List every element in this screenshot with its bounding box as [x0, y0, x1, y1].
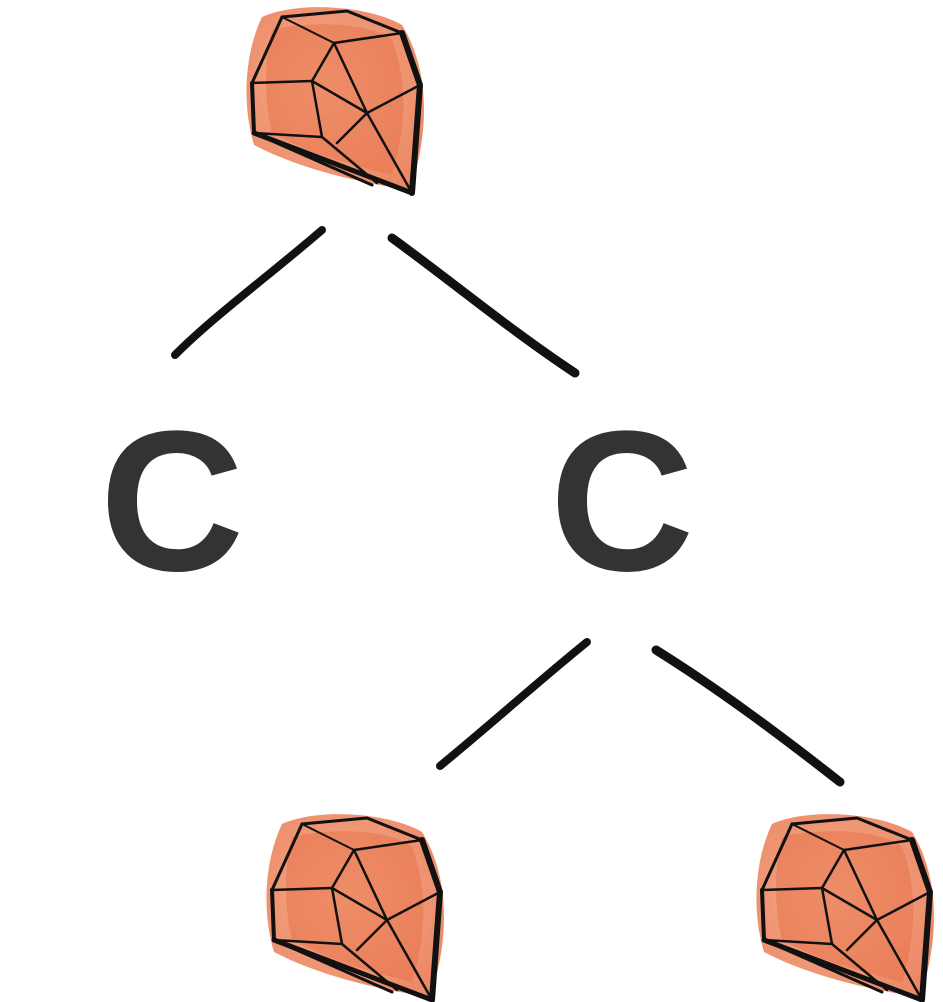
- leaf-gem-right-icon: [756, 814, 934, 1000]
- left-child-label: C: [100, 390, 244, 613]
- edge-root-to-left: [171, 226, 326, 359]
- right-child-label: C: [550, 390, 694, 613]
- edge-root-to-right: [387, 233, 580, 378]
- leaf-gem-left-icon: [266, 814, 444, 1000]
- edge-right-to-left-leaf: [436, 638, 591, 770]
- root-gem-icon: [246, 7, 424, 193]
- edge-right-to-right-leaf: [651, 645, 845, 787]
